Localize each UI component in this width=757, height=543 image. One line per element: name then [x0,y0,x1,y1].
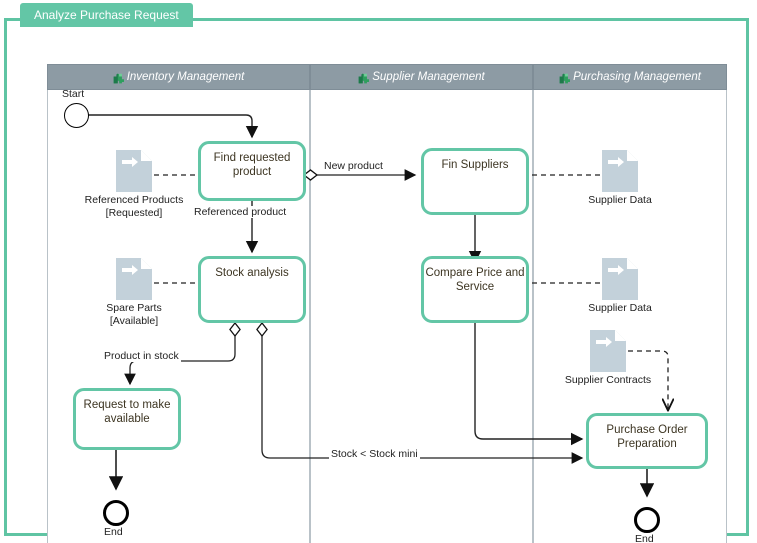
start-event-label: Start [62,88,85,100]
lane-header-label: Inventory Management [126,71,245,83]
data-object-supplier-data-2[interactable]: Supplier Data [588,256,652,314]
flow-label-stock-lt-stock-mini: Stock < Stock mini [329,448,420,460]
data-object-label: Supplier Data [588,302,652,314]
end-event-left[interactable] [103,500,129,526]
connector-layer [78,114,727,498]
lane-header-inventory-management[interactable]: Inventory Management [47,64,310,90]
data-object-spare-parts[interactable]: Spare Parts [Available] [106,256,162,327]
diagram-window-frame: Inventory Management Supplier Management [4,18,749,543]
data-object-label: Referenced Products [Requested] [84,194,184,219]
data-object-label: Supplier Contracts [564,374,652,386]
data-object-icon [116,150,152,192]
lane-header-label: Supplier Management [372,71,485,83]
lane-header-purchasing-management[interactable]: Purchasing Management [533,64,727,90]
data-object-label: Spare Parts [Available] [106,302,162,327]
data-object-icon [590,330,626,372]
puzzle-icon [113,73,125,84]
flow-label-product-in-stock: Product in stock [102,350,181,362]
start-event[interactable] [64,103,89,128]
task-find-requested-product[interactable]: Find requested product [198,141,306,201]
task-stock-analysis[interactable]: Stock analysis [198,256,306,323]
data-object-icon [602,150,638,192]
document-tab[interactable]: Analyze Purchase Request [20,3,193,27]
end-event-right-label: End [635,533,654,543]
puzzle-icon [559,73,571,84]
task-fin-suppliers[interactable]: Fin Suppliers [421,148,529,215]
lane-header-supplier-management[interactable]: Supplier Management [310,64,533,90]
bpmn-canvas: Inventory Management Supplier Management [47,64,727,543]
task-compare-price-and-service[interactable]: Compare Price and Service [421,256,529,323]
data-object-supplier-contracts[interactable]: Supplier Contracts [565,328,651,386]
lane-header-label: Purchasing Management [573,71,701,83]
data-object-icon [116,258,152,300]
task-request-to-make-available[interactable]: Request to make available [73,388,181,450]
task-purchase-order-preparation[interactable]: Purchase Order Preparation [586,413,708,469]
flow-label-new-product: New product [322,160,385,172]
data-object-icon [602,258,638,300]
flow-label-referenced-product: Referenced product [192,206,289,218]
lane-header-row: Inventory Management Supplier Management [47,64,727,90]
data-object-supplier-data-1[interactable]: Supplier Data [588,148,652,206]
end-event-right[interactable] [634,507,660,533]
data-object-referenced-products[interactable]: Referenced Products [Requested] [85,148,183,219]
end-event-left-label: End [104,526,123,538]
data-object-label: Supplier Data [588,194,652,206]
puzzle-icon [358,73,370,84]
